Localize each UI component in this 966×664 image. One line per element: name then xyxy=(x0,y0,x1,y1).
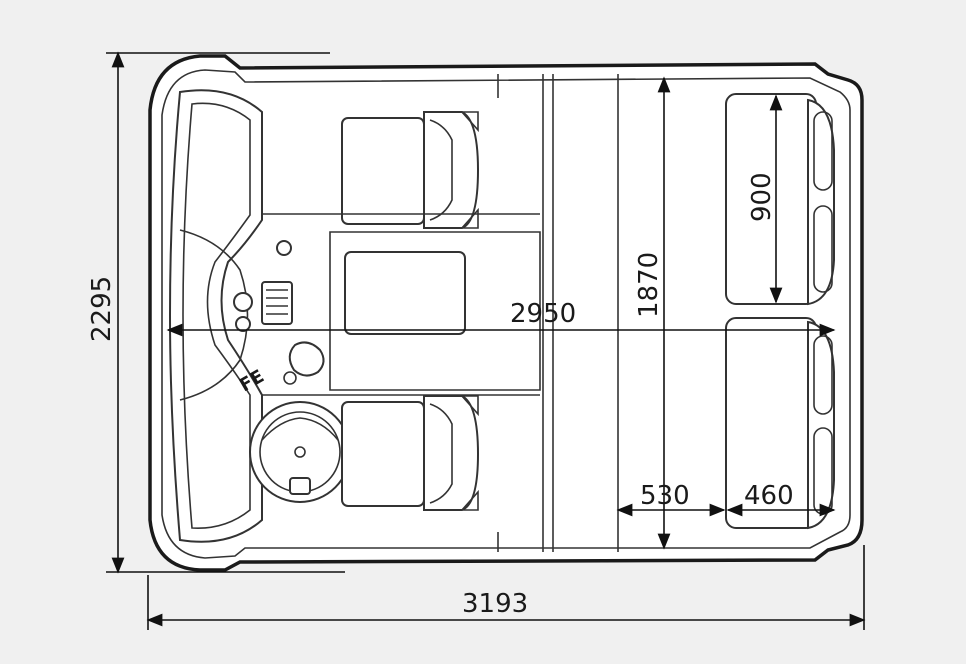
dim-label-460: 460 xyxy=(744,481,794,511)
center-floor xyxy=(329,231,541,391)
front-seat-top xyxy=(341,111,480,229)
windshield-curve xyxy=(179,229,249,401)
rear-bench-top xyxy=(725,93,835,306)
rear-bench-bottom xyxy=(725,317,835,530)
knob-icon xyxy=(283,371,297,385)
vehicle-body-inner-line xyxy=(161,69,851,559)
center-floor-panel xyxy=(344,251,466,335)
dim-label-530: 530 xyxy=(640,481,690,511)
steering-column xyxy=(289,477,311,495)
dim-label-1870: 1870 xyxy=(634,252,664,318)
dim-label-2295: 2295 xyxy=(87,276,117,342)
front-seat-bottom xyxy=(341,395,480,511)
knob-icon xyxy=(276,240,292,256)
steering-spoke xyxy=(261,417,339,441)
dim-label-2950: 2950 xyxy=(510,299,576,329)
dial-icon xyxy=(235,316,251,332)
steering-hub xyxy=(294,446,306,458)
dial-icon xyxy=(233,292,253,312)
dashboard xyxy=(168,89,263,543)
dashboard-inner xyxy=(182,102,251,529)
gear-shift xyxy=(288,341,325,377)
dim-label-900: 900 xyxy=(747,172,777,222)
dim-label-3193: 3193 xyxy=(462,589,528,619)
center-console xyxy=(261,281,293,325)
